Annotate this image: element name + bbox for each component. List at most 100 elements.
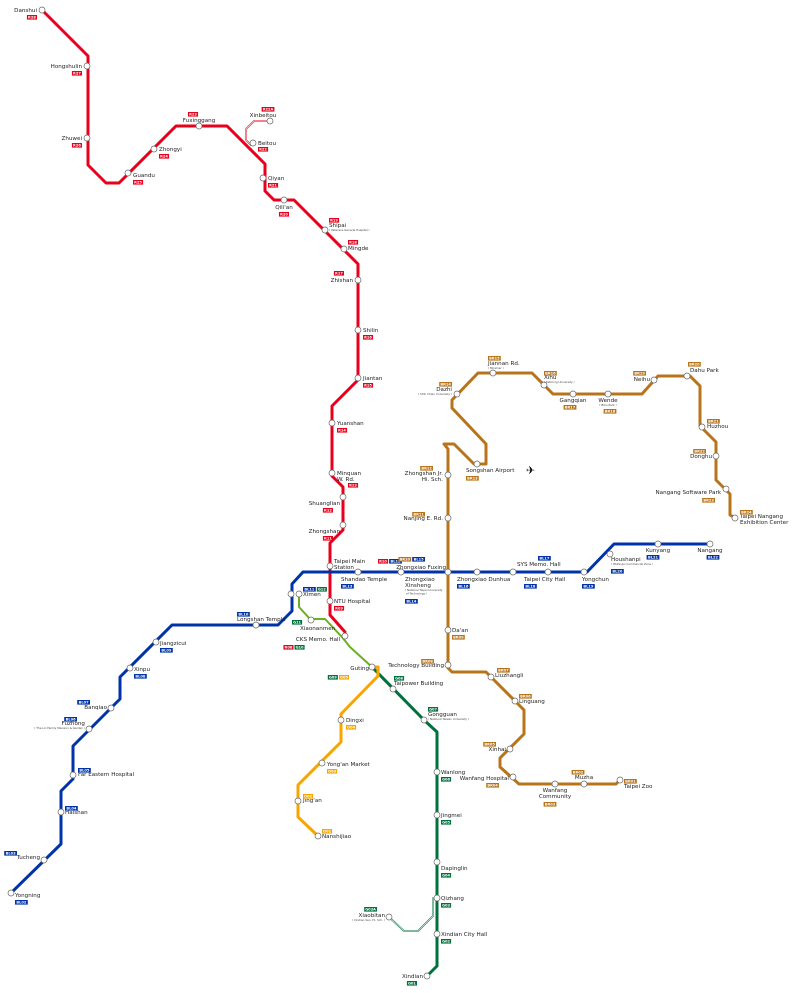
station-marker[interactable]: [433, 811, 441, 819]
station-marker[interactable]: [326, 562, 334, 570]
station-houshanpi[interactable]: Houshanpi( Wufenpu Commercial Zone )BL20: [606, 550, 653, 574]
station-marker[interactable]: [444, 514, 452, 522]
station-marker[interactable]: [544, 568, 552, 576]
station-marker[interactable]: [124, 169, 132, 177]
station-marker[interactable]: [580, 568, 588, 576]
station-marker[interactable]: [57, 808, 65, 816]
station-marker[interactable]: [354, 326, 362, 334]
station-marker[interactable]: [423, 972, 431, 980]
station-marker[interactable]: [540, 381, 548, 389]
station-marker[interactable]: [354, 276, 362, 284]
station-marker[interactable]: [339, 521, 347, 529]
station-marker[interactable]: [706, 540, 714, 548]
station-marker[interactable]: [38, 6, 46, 14]
station-marker[interactable]: [444, 626, 452, 634]
station-marker[interactable]: [354, 568, 362, 576]
station-marker[interactable]: [252, 621, 260, 629]
station-marker[interactable]: [339, 493, 347, 501]
station-dazhi[interactable]: Dazhi( Shih Chien University )BR14: [418, 382, 461, 398]
station-marker[interactable]: [326, 597, 334, 605]
station-marker[interactable]: [341, 632, 349, 640]
station-marker[interactable]: [433, 930, 441, 938]
station-marker[interactable]: [698, 423, 706, 431]
station-marker[interactable]: [266, 117, 274, 125]
station-marker[interactable]: [69, 771, 77, 779]
station-marker[interactable]: [321, 226, 329, 234]
station-marker[interactable]: [616, 776, 624, 784]
station-zhongshan-jr-hi-sch[interactable]: Zhongshan Jr.Hi. Sch.BR12: [405, 466, 452, 483]
station-marker[interactable]: [249, 139, 257, 147]
station-marker[interactable]: [444, 568, 452, 576]
station-marker[interactable]: [487, 673, 495, 681]
station-xiaobitan[interactable]: Xiaobitan( Xindian Sen. Hi. Sch. )G03A: [352, 907, 393, 922]
station-marker[interactable]: [389, 685, 397, 693]
station-marker[interactable]: [259, 174, 267, 182]
station-fuzhong[interactable]: Fuzhong( The Lin Family Mansion & Garden…: [34, 717, 93, 733]
station-marker[interactable]: [712, 452, 720, 460]
station-marker[interactable]: [650, 376, 658, 384]
station-marker[interactable]: [195, 122, 203, 130]
station-marker[interactable]: [83, 134, 91, 142]
station-marker[interactable]: [453, 390, 461, 398]
station-shipai[interactable]: Shipai( Veterans General Hospital )R19: [321, 218, 370, 234]
station-jiannan-rd[interactable]: Jiannan Rd.( Miramar )BR15: [487, 356, 520, 377]
station-marker[interactable]: [314, 832, 322, 840]
station-marker[interactable]: [85, 725, 93, 733]
station-marker[interactable]: [654, 540, 662, 548]
station-marker[interactable]: [40, 856, 48, 864]
station-wende[interactable]: Wende( Bihu Park )BR18: [598, 390, 618, 414]
station-marker[interactable]: [397, 568, 405, 576]
station-marker[interactable]: [511, 697, 519, 705]
station-marker[interactable]: [83, 62, 91, 70]
station-nanjing-e-rd[interactable]: Nanjing E. Rd.BR11: [404, 512, 452, 522]
station-marker[interactable]: [509, 568, 517, 576]
station-marker[interactable]: [368, 663, 376, 671]
